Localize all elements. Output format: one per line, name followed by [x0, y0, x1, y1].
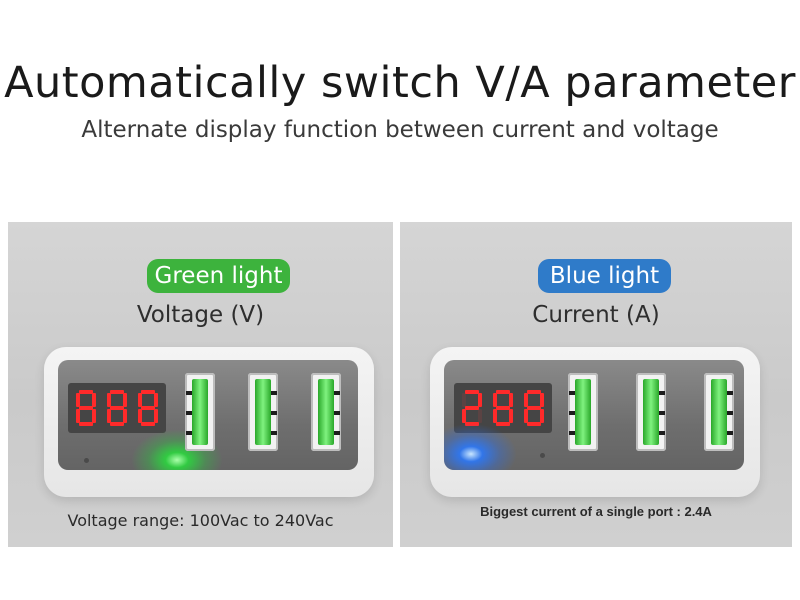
segment-f — [524, 393, 528, 407]
segment-g — [141, 406, 155, 410]
green-light-badge: Green light — [147, 259, 290, 293]
display-digit — [493, 390, 513, 426]
segment-c — [509, 409, 513, 423]
segment-d — [79, 422, 93, 426]
segment-b — [123, 393, 127, 407]
segment-d — [141, 422, 155, 426]
segment-e — [138, 409, 142, 423]
segment-f — [493, 393, 497, 407]
segment-e — [524, 409, 528, 423]
charger-face — [444, 360, 744, 470]
segment-g — [79, 406, 93, 410]
segment-e — [107, 409, 111, 423]
indicator-dot — [540, 453, 545, 458]
charger-face — [58, 360, 358, 470]
led-display — [68, 383, 166, 433]
current-mode-label: Current (A) — [532, 302, 660, 328]
segment-d — [527, 422, 541, 426]
segment-c — [92, 409, 96, 423]
current-mode-panel: Blue light Current (A) — [400, 222, 792, 547]
segment-b — [509, 393, 513, 407]
blue-light-badge: Blue light — [538, 259, 671, 293]
usb-port — [636, 373, 666, 451]
segment-f — [107, 393, 111, 407]
segment-e — [462, 409, 466, 423]
segment-g — [110, 406, 124, 410]
segment-c — [154, 409, 158, 423]
max-current-note: Biggest current of a single port : 2.4A — [480, 504, 712, 519]
charger-image — [430, 347, 760, 497]
display-digit — [462, 390, 482, 426]
segment-c — [123, 409, 127, 423]
segment-f — [462, 393, 466, 407]
segment-c — [478, 409, 482, 423]
segment-d — [110, 422, 124, 426]
segment-a — [79, 390, 93, 394]
segment-b — [478, 393, 482, 407]
display-digit — [138, 390, 158, 426]
usb-port — [248, 373, 278, 451]
display-digit — [524, 390, 544, 426]
segment-b — [540, 393, 544, 407]
segment-e — [76, 409, 80, 423]
display-digit — [107, 390, 127, 426]
usb-port — [185, 373, 215, 451]
charger-image — [44, 347, 374, 497]
indicator-dot — [84, 458, 89, 463]
voltage-range-note: Voltage range: 100Vac to 240Vac — [67, 511, 334, 530]
usb-port — [311, 373, 341, 451]
segment-a — [141, 390, 155, 394]
voltage-mode-panel: Green light Voltage (V) — [8, 222, 393, 547]
segment-e — [493, 409, 497, 423]
segment-a — [527, 390, 541, 394]
page-subtitle: Alternate display function between curre… — [81, 117, 719, 143]
segment-a — [110, 390, 124, 394]
display-digit — [76, 390, 96, 426]
usb-port — [704, 373, 734, 451]
segment-b — [92, 393, 96, 407]
segment-g — [465, 406, 479, 410]
segment-f — [76, 393, 80, 407]
segment-f — [138, 393, 142, 407]
usb-port — [568, 373, 598, 451]
segment-a — [465, 390, 479, 394]
page-title: Automatically switch V/A parameter — [4, 58, 796, 108]
voltage-mode-label: Voltage (V) — [136, 302, 265, 328]
segment-d — [496, 422, 510, 426]
segment-a — [496, 390, 510, 394]
segment-g — [527, 406, 541, 410]
segment-b — [154, 393, 158, 407]
segment-c — [540, 409, 544, 423]
segment-g — [496, 406, 510, 410]
